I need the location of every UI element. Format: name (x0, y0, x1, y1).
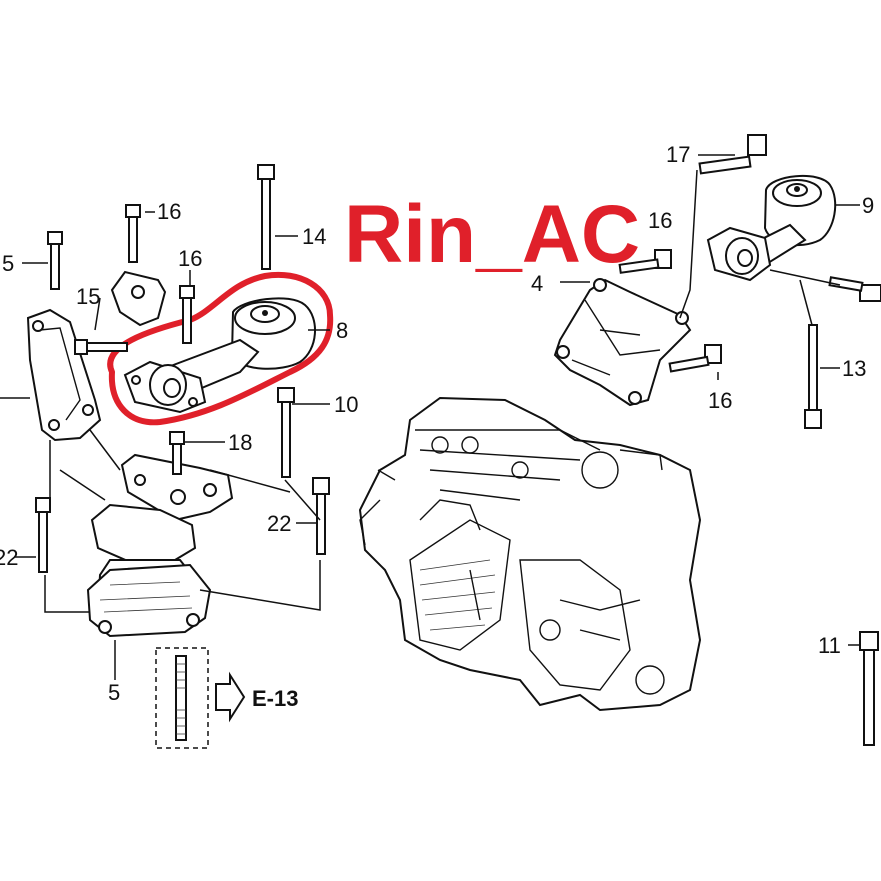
leader-lines-right (560, 154, 860, 646)
reference-label: E-13 (252, 686, 298, 711)
callout-10: 10 (334, 392, 358, 417)
callout-15: 15 (76, 284, 100, 309)
torque-rod-mount (123, 297, 317, 414)
engine-assembly (358, 396, 702, 712)
rear-mount-rod (706, 174, 837, 282)
callout-4: 4 (531, 271, 543, 296)
callout-13: 13 (842, 356, 866, 381)
callout-17: 17 (666, 142, 690, 167)
watermark-text: Rin_AC (344, 189, 640, 280)
callout-5-top: 5 (2, 251, 14, 276)
outline-arrow-right-icon (215, 671, 246, 723)
callout-5-bottom: 5 (108, 680, 120, 705)
callout-14: 14 (302, 224, 326, 249)
callout-11: 11 (818, 633, 841, 658)
callout-16-lower-right: 16 (708, 388, 732, 413)
callout-18: 18 (228, 430, 252, 455)
rear-mount-bracket (553, 278, 692, 407)
callout-22-left: 22 (0, 545, 18, 570)
callout-8: 8 (336, 318, 348, 343)
callout-16-left-a: 16 (157, 199, 181, 224)
engine-side-mount (86, 453, 234, 638)
small-upper-bracket (110, 270, 167, 327)
callout-16-left-b: 16 (178, 246, 202, 271)
callout-22-right: 22 (267, 511, 291, 536)
leader-lines-left (0, 211, 330, 680)
left-bracket (26, 308, 102, 442)
bolts-right-group (618, 134, 881, 746)
bolts-left-group (35, 164, 330, 749)
callout-16-top-right: 16 (648, 208, 672, 233)
callout-9: 9 (862, 193, 874, 218)
